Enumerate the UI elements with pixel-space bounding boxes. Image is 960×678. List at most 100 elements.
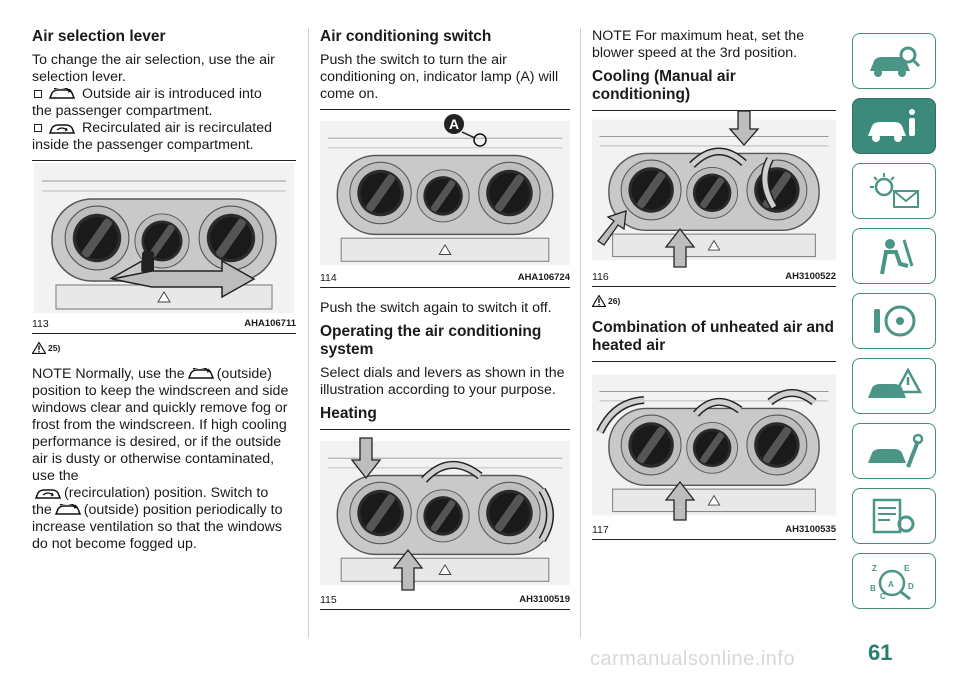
figure-bottom-rule	[320, 287, 570, 288]
recirc-air-line: Recirculated air is recirculated	[32, 120, 296, 137]
column-divider	[308, 28, 309, 638]
figure-116: 116 AH3100522	[592, 110, 836, 287]
heading-air-conditioning-switch: Air conditioning switch	[320, 28, 492, 45]
combination-air-illustration	[592, 362, 836, 521]
recirculation-car-icon	[34, 487, 62, 500]
figure-code: AH3100522	[785, 271, 836, 282]
figure-number: 116	[592, 271, 609, 283]
air-selection-intro: To change the air selection, use the air…	[32, 52, 275, 85]
warning-triangle-icon	[32, 342, 46, 354]
figure-bottom-rule	[592, 286, 836, 287]
figure-bottom-rule	[592, 539, 836, 540]
outside-air-car-icon	[187, 368, 215, 381]
car-search-icon	[870, 46, 921, 77]
note-text-part: to increase ventilation so that the wind…	[32, 502, 283, 552]
recirculation-car-icon	[48, 122, 76, 135]
figure-113: 113 AHA106711	[32, 160, 296, 334]
outside-air-text-continued: the passenger compartment.	[32, 103, 213, 119]
car-info-icon	[868, 109, 915, 142]
figure-117-caption: 117 AH3100535	[592, 524, 836, 538]
tab-car-info[interactable]	[852, 98, 936, 154]
svg-text:C: C	[880, 592, 886, 601]
bullet-icon	[34, 123, 42, 132]
figure-bottom-rule	[32, 333, 296, 334]
note-text-part: position to keep the windscreen and side…	[32, 383, 289, 484]
figure-115-caption: 115 AH3100519	[320, 594, 570, 608]
figure-code: AH3100519	[519, 594, 570, 605]
svg-text:Z: Z	[872, 564, 877, 573]
note-text-part: NOTE Normally, use the	[32, 366, 185, 382]
bullet-icon	[34, 89, 42, 98]
outside-air-car-icon	[54, 504, 82, 517]
heading-heating: Heating	[320, 405, 377, 422]
ac-switch-intro: Push the switch to turn the air conditio…	[320, 52, 559, 102]
warning-triangle-icon	[592, 295, 606, 307]
figure-number: 115	[320, 594, 337, 606]
figure-top-rule	[32, 160, 296, 161]
heading-combination-air: Combination of unheated air and heated a…	[592, 319, 834, 354]
tab-car-wrench[interactable]	[852, 423, 936, 479]
indicator-lamp-label: A	[449, 116, 459, 132]
figure-top-rule	[320, 429, 570, 430]
select-dials-text: Select dials and levers as shown in the …	[320, 365, 565, 398]
push-again-text: Push the switch again to switch it off.	[320, 300, 552, 316]
car-wrench-icon	[868, 433, 924, 468]
note-text-part: (outside) position periodically	[83, 502, 267, 518]
note-paragraph: NOTE Normally, use the (outside) position…	[32, 366, 296, 553]
car-warning-icon	[868, 367, 923, 398]
watermark: carmanualsonline.info	[590, 648, 796, 670]
recirc-air-text-continued: inside the passenger compartment.	[32, 137, 254, 153]
ac-switch-illustration: A	[320, 114, 570, 270]
tab-sun-mail[interactable]	[852, 163, 936, 219]
note-text-part: the	[32, 502, 52, 518]
tab-car-warning[interactable]	[852, 358, 936, 414]
column-3: NOTE For maximum heat, set the blower sp…	[592, 28, 836, 548]
figure-number: 113	[32, 318, 49, 330]
figure-115: 115 AH3100519	[320, 429, 570, 610]
tab-car-search[interactable]	[852, 33, 936, 89]
tab-airbag[interactable]	[852, 228, 936, 284]
figure-117: 117 AH3100535	[592, 361, 836, 540]
note-text-part: (outside)	[216, 366, 272, 382]
heading-air-selection-lever: Air selection lever	[32, 28, 166, 45]
note-text-part: (recirculation) position. Switch to	[64, 485, 269, 501]
recirc-air-text: Recirculated air is recirculated	[81, 120, 272, 136]
svg-text:E: E	[904, 564, 910, 573]
figure-code: AH3100535	[785, 524, 836, 535]
sun-mail-icon	[870, 173, 919, 208]
tab-steering-key[interactable]	[852, 293, 936, 349]
air-selection-lever-illustration	[32, 161, 296, 316]
heading-operating-ac: Operating the air conditioning system	[320, 323, 542, 358]
figure-code: AHA106724	[517, 272, 570, 283]
airbag-person-icon	[880, 239, 914, 275]
warning-reference-text: 25)	[48, 343, 61, 353]
figure-top-rule	[592, 110, 836, 111]
figure-114-caption: 114 AHA106724	[320, 272, 570, 286]
outside-air-car-icon	[48, 88, 76, 101]
svg-text:A: A	[888, 580, 894, 589]
outside-air-line: Outside air is introduced into	[32, 86, 296, 103]
figure-113-caption: 113 AHA106711	[32, 318, 296, 332]
column-2: Air conditioning switch Push the switch …	[320, 28, 570, 618]
figure-top-rule	[592, 361, 836, 362]
warning-reference-text: 26)	[608, 296, 621, 306]
figure-number: 117	[592, 524, 609, 536]
cooling-illustration	[592, 111, 836, 268]
warning-reference-26: 26)	[592, 295, 836, 307]
svg-text:D: D	[908, 582, 914, 591]
figure-code: AHA106711	[244, 318, 296, 329]
column-1: Air selection lever To change the air se…	[32, 28, 296, 559]
figure-top-rule	[320, 109, 570, 110]
column-divider	[580, 28, 581, 638]
heading-cooling: Cooling (Manual air conditioning)	[592, 68, 736, 103]
tab-list-gear[interactable]	[852, 488, 936, 544]
figure-number: 114	[320, 272, 337, 284]
page-number: 61	[868, 640, 893, 665]
figure-bottom-rule	[320, 609, 570, 610]
steering-key-icon	[874, 305, 916, 337]
list-gear-icon	[872, 498, 915, 534]
warning-reference-25: 25)	[32, 342, 296, 354]
